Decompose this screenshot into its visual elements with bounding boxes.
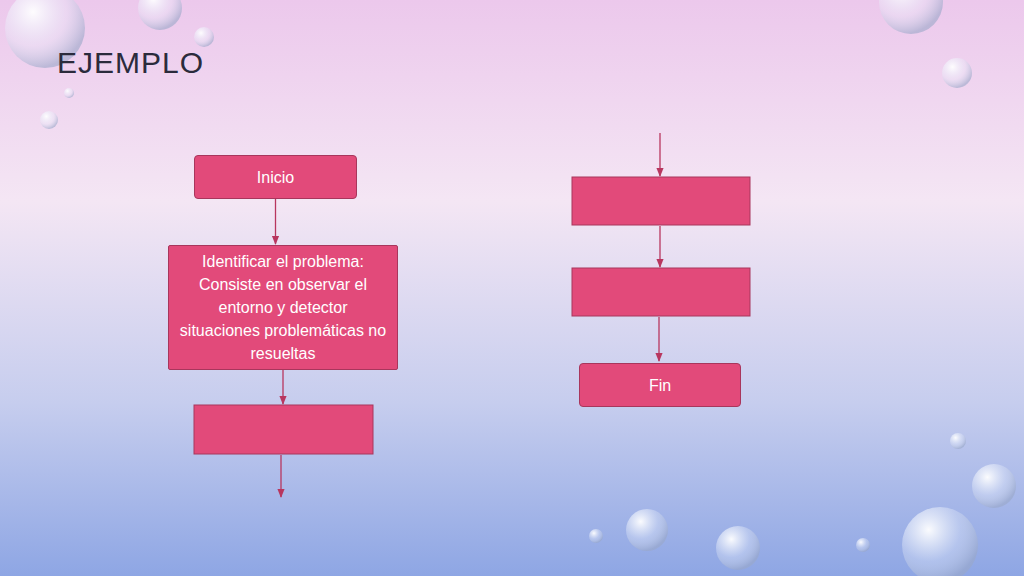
arrow [659,133,660,176]
bubble [194,27,214,47]
bubble [856,538,870,552]
bubble [942,58,972,88]
terminal-box: Fin [579,363,741,407]
bubble [716,526,760,570]
bubble [902,507,978,576]
bubble [40,111,58,129]
flow-arrow [275,199,276,244]
terminal-box: Inicio [194,155,357,199]
arrow [659,226,660,267]
arrow [658,317,659,361]
bubble [950,433,966,449]
bubble [972,464,1016,508]
bubbles [5,0,1016,576]
bubble [626,509,668,551]
bubble [589,529,603,543]
bubble [138,0,182,30]
node-text: Identificar el problema: Consiste en obs… [177,250,389,365]
slide-title: EJEMPLO [57,46,204,80]
bubble [879,0,943,34]
process-box [572,177,750,225]
node-text: Fin [649,374,671,397]
node-text: Inicio [257,166,294,189]
bubble [64,88,74,98]
process-box [194,405,373,454]
arrow [280,455,281,497]
process-box: Identificar el problema: Consiste en obs… [168,245,398,370]
process-box [572,268,750,316]
